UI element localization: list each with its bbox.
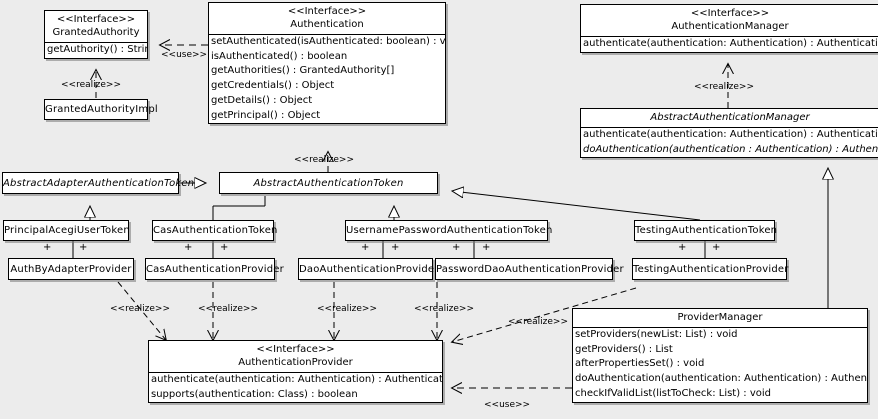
- class-abstract-authentication-token[interactable]: AbstractAuthenticationToken: [219, 172, 438, 194]
- class-authentication-provider-header: <<Interface>> AuthenticationProvider: [149, 341, 442, 372]
- association-marker-plus: +: [361, 242, 370, 253]
- association-marker-plus: +: [220, 242, 229, 253]
- operation-row: authenticate(authentication: Authenticat…: [583, 38, 878, 49]
- class-dao-authentication-provider[interactable]: DaoAuthenticationProvider: [298, 258, 438, 280]
- class-username-password-authentication-token[interactable]: UsernamePasswordAuthenticationToken: [345, 220, 552, 241]
- stereotype-label: <<Interface>>: [256, 344, 335, 355]
- operation-row: getProviders() : List: [575, 343, 673, 355]
- operation-row: afterPropertiesSet() : void: [575, 358, 705, 370]
- operation-row: getDetails() : Object: [211, 94, 313, 106]
- class-granted-authority-header: <<Interface>> GrantedAuthority: [45, 11, 147, 42]
- class-granted-authority-operations: getAuthority() : String: [45, 42, 147, 58]
- class-password-dao-authentication-provider[interactable]: PasswordDaoAuthenticationProvider: [435, 258, 624, 280]
- operation-row: supports(authentication: Class) : boolea…: [151, 388, 358, 400]
- label-realize-testing-authentication-provider: <<realize>>: [508, 317, 568, 327]
- class-authentication-header: <<Interface>> Authentication: [209, 3, 445, 34]
- operation-row: getPrincipal() : Object: [211, 109, 321, 121]
- label-realize-auth-by-adapter-provider: <<realize>>: [110, 304, 170, 314]
- label-use-provider-manager-authentication-provider: <<use>>: [484, 400, 531, 410]
- operation-row: setAuthenticated(isAuthenticated: boolea…: [211, 36, 445, 47]
- class-provider-manager-header: ProviderManager: [573, 309, 867, 327]
- stereotype-label: <<Interface>>: [287, 6, 367, 17]
- label-realize-abstract-authentication-manager: <<realize>>: [694, 82, 754, 92]
- class-testing-authentication-provider[interactable]: TestingAuthenticationProvider: [632, 258, 788, 280]
- stereotype-label: <<Interface>>: [56, 14, 136, 25]
- label-realize-cas-authentication-provider: <<realize>>: [198, 304, 258, 314]
- class-abstract-authentication-manager-operations: authenticate(authentication: Authenticat…: [581, 127, 878, 157]
- association-marker-plus: +: [79, 242, 88, 253]
- class-authentication-manager[interactable]: <<Interface>> AuthenticationManager auth…: [580, 4, 878, 53]
- operation-row: checkIfValidList(listToCheck: List) : vo…: [575, 387, 772, 399]
- operation-row: authenticate(authentication: Authenticat…: [151, 374, 442, 385]
- operation-row: doAuthentication(authentication: Authent…: [575, 373, 867, 385]
- class-granted-authority[interactable]: <<Interface>> GrantedAuthority getAuthor…: [44, 10, 148, 59]
- association-marker-plus: +: [482, 242, 491, 253]
- class-name-label: AuthenticationManager: [671, 21, 789, 32]
- label-realize-password-dao-authentication-provider: <<realize>>: [414, 304, 474, 314]
- class-provider-manager-operations: setProviders(newList: List) : void getPr…: [573, 327, 867, 402]
- operation-row: isAuthenticated() : boolean: [211, 50, 348, 62]
- class-principal-acegi-user-token[interactable]: PrincipalAcegiUserToken: [3, 220, 130, 241]
- operation-row: authenticate(authentication: Authenticat…: [583, 129, 878, 140]
- class-abstract-authentication-manager-header: AbstractAuthenticationManager: [581, 109, 878, 127]
- class-name-label: ProviderManager: [677, 312, 763, 323]
- class-authentication-provider[interactable]: <<Interface>> AuthenticationProvider aut…: [148, 340, 443, 404]
- class-authentication-operations: setAuthenticated(isAuthenticated: boolea…: [209, 34, 445, 123]
- class-cas-authentication-token[interactable]: CasAuthenticationToken: [152, 220, 277, 241]
- association-marker-plus: +: [452, 242, 461, 253]
- label-realize-abstract-authentication-token: <<realize>>: [294, 155, 354, 165]
- label-use-authentication-granted-authority: <<use>>: [161, 50, 208, 60]
- association-marker-plus: +: [43, 242, 52, 253]
- class-authentication-provider-operations: authenticate(authentication: Authenticat…: [149, 372, 442, 402]
- class-authentication[interactable]: <<Interface>> Authentication setAuthenti…: [208, 2, 446, 125]
- class-abstract-adapter-authentication-token[interactable]: AbstractAdapterAuthenticationToken: [2, 172, 194, 194]
- association-marker-plus: +: [391, 242, 400, 253]
- class-abstract-authentication-manager[interactable]: AbstractAuthenticationManager authentica…: [580, 108, 878, 159]
- class-name-label: GrantedAuthority: [52, 27, 140, 38]
- operation-row: doAuthentication(authentication : Authen…: [583, 143, 878, 155]
- label-realize-dao-authentication-provider: <<realize>>: [317, 304, 377, 314]
- class-name-label: Authentication: [290, 19, 364, 30]
- operation-row: getAuthorities() : GrantedAuthority[]: [211, 65, 395, 77]
- association-marker-plus: +: [678, 242, 687, 253]
- class-name-label: AuthenticationProvider: [238, 357, 353, 368]
- class-authentication-manager-operations: authenticate(authentication: Authenticat…: [581, 36, 878, 52]
- label-realize-granted-authority-impl: <<realize>>: [61, 80, 121, 90]
- class-granted-authority-impl[interactable]: GrantedAuthorityImpl: [44, 99, 158, 120]
- association-marker-plus: +: [712, 242, 721, 253]
- operation-row: setProviders(newList: List) : void: [575, 329, 738, 340]
- stereotype-label: <<Interface>>: [690, 8, 770, 19]
- class-authentication-manager-header: <<Interface>> AuthenticationManager: [581, 5, 878, 36]
- class-auth-by-adapter-provider[interactable]: AuthByAdapterProvider: [8, 258, 134, 280]
- class-name-label: AbstractAuthenticationManager: [650, 112, 810, 123]
- operation-row: getCredentials() : Object: [211, 80, 335, 92]
- class-provider-manager[interactable]: ProviderManager setProviders(newList: Li…: [572, 308, 868, 403]
- class-cas-authentication-provider[interactable]: CasAuthenticationProvider: [145, 258, 284, 280]
- operation-row: getAuthority() : String: [47, 44, 147, 55]
- association-marker-plus: +: [184, 242, 193, 253]
- class-testing-authentication-token[interactable]: TestingAuthenticationToken: [634, 220, 777, 241]
